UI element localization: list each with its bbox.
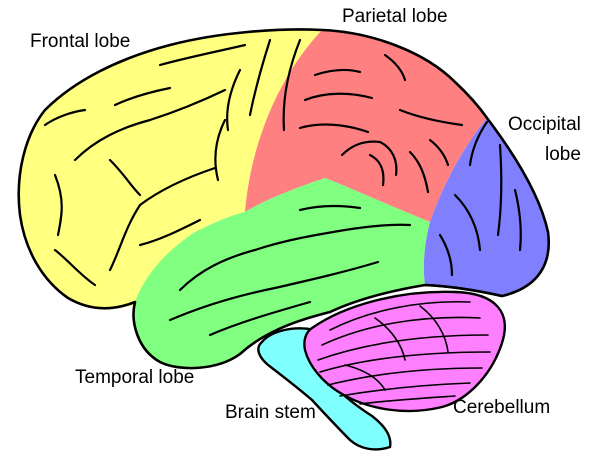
cerebellum-label: Cerebellum	[453, 397, 550, 418]
temporal-lobe-region	[133, 178, 430, 369]
cortex-sulci	[43, 38, 522, 337]
cerebrum-outline	[17, 28, 551, 370]
parietal-lobe-label: Parietal lobe	[342, 6, 448, 27]
brain-stem-label: Brain stem	[225, 402, 316, 423]
occipital-cerebellum-boundary	[424, 283, 503, 298]
cerebellum-folia	[317, 300, 491, 405]
occipital-lobe-label-line1: Occipital	[508, 114, 581, 135]
parietal-lobe-region	[245, 30, 487, 222]
frontal-lobe-label: Frontal lobe	[30, 31, 130, 52]
cerebellum-region	[303, 290, 506, 413]
occipital-lobe-label-line2: lobe	[545, 144, 581, 165]
temporal-lobe-label: Temporal lobe	[75, 367, 194, 388]
frontal-lobe-region	[18, 29, 322, 309]
